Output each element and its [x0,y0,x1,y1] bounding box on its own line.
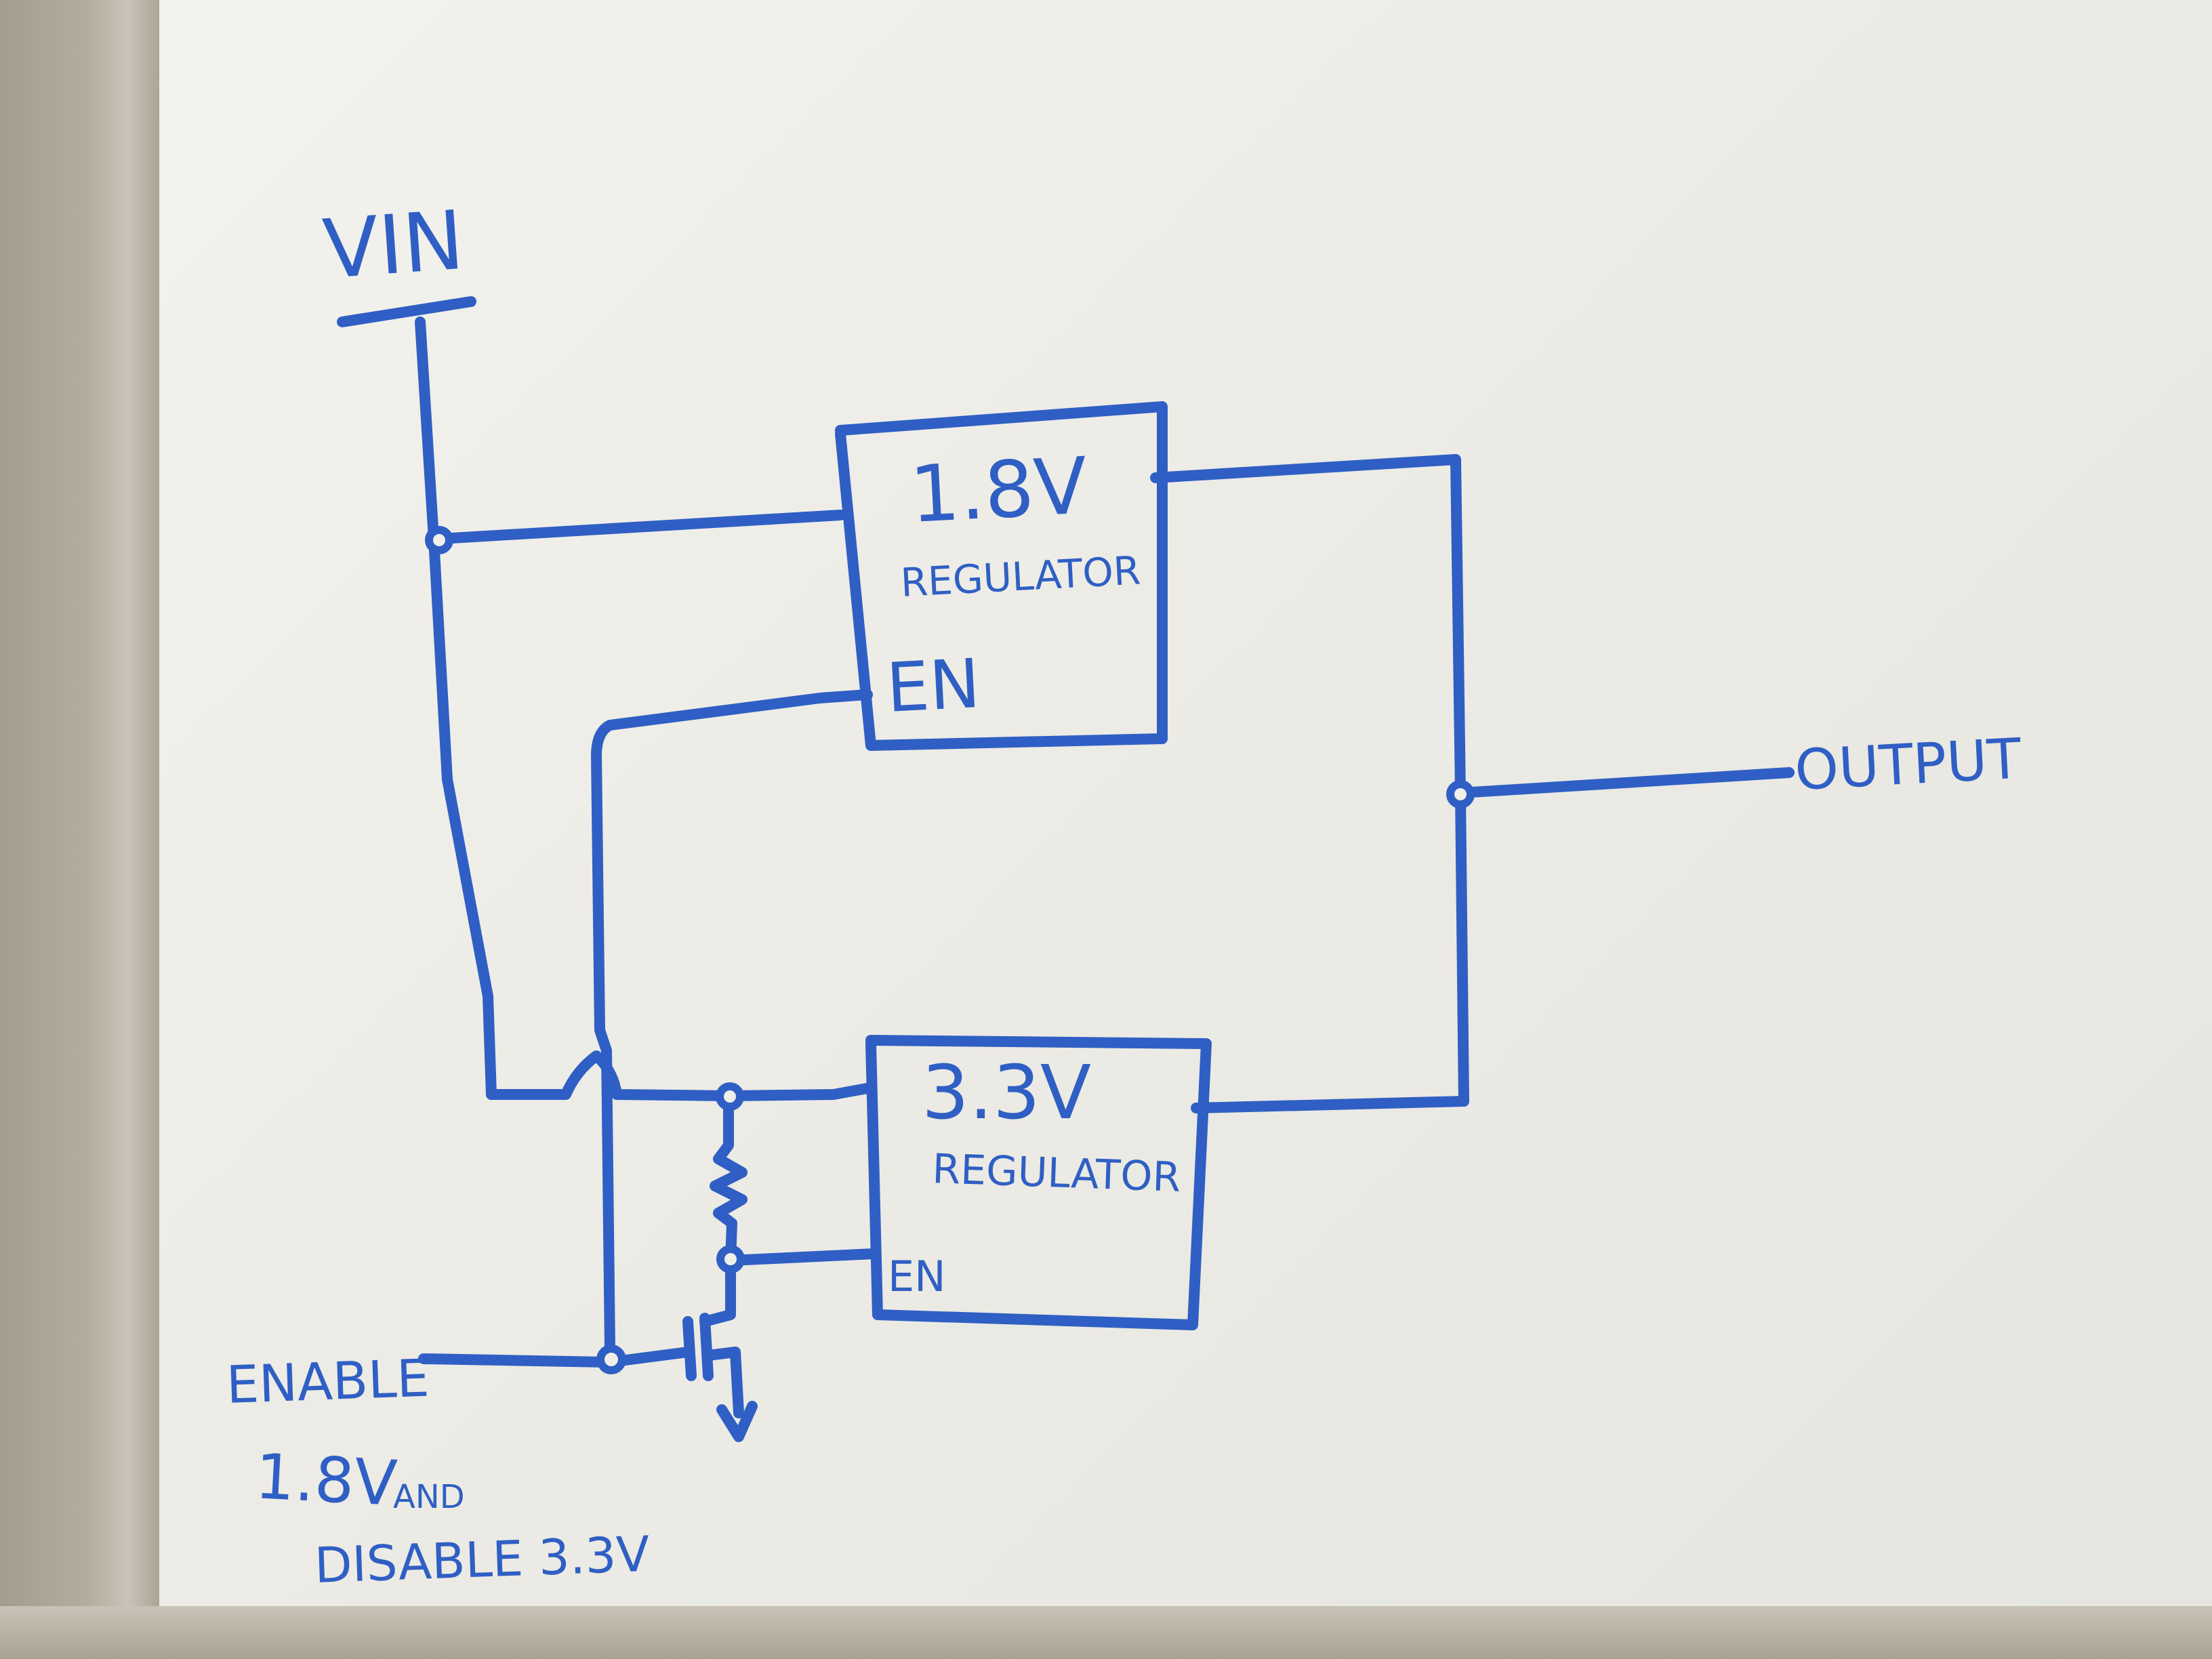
pullup-resistor [710,1090,747,1266]
label-enable-line2: 1.8V [253,1440,399,1520]
whiteboard-frame-left [0,0,159,1659]
regulator-1v8-box [835,401,1168,751]
junction-output [1446,780,1475,808]
whiteboard-surface [159,0,2212,1606]
label-output: OUTPUT [1793,727,2024,803]
output-wire [1455,767,1795,798]
label-reg33-en: EN [888,1252,946,1301]
label-enable-line3: DISABLE 3.3V [314,1525,651,1594]
ground-symbol [716,1401,758,1442]
junction-vin [425,526,453,554]
label-reg33-name: REGULATOR [931,1145,1181,1202]
enable-input-wire [418,1347,693,1368]
label-vin: VIN [320,194,466,298]
label-reg18-en: EN [884,644,982,728]
label-reg18-name: REGULATOR [899,548,1142,606]
en-3v3-wire [725,1248,880,1266]
reg-1v8-output-wire [1150,454,1466,798]
regulator-3v3-box [865,1035,1212,1330]
output-rail [1455,787,1469,1107]
junction-resistor-top [716,1082,744,1111]
en-1v8-control-wire [591,689,873,1354]
label-enable-and: AND [393,1478,465,1516]
transistor-source [703,1347,744,1418]
label-reg18-voltage: 1.8V [907,441,1089,541]
transistor-drain [699,1255,736,1327]
vin-to-1v8-wire [435,510,846,544]
junction-enable [596,1345,626,1374]
vin-to-3v3-wire [486,1050,876,1101]
vin-terminal-bar [337,296,476,327]
label-enable-line1: ENABLE [226,1348,430,1415]
reg-3v3-output-wire [1191,1096,1469,1113]
whiteboard-frame-bottom [0,1606,2212,1659]
junction-en-3v3 [716,1245,745,1273]
label-reg33-voltage: 3.3V [922,1049,1091,1136]
transistor-channel [699,1313,714,1381]
vin-rail [415,316,497,1100]
